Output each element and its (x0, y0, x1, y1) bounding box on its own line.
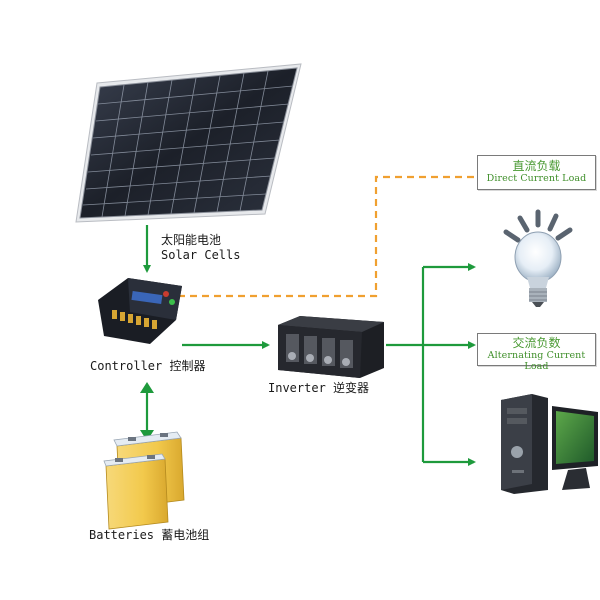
solar-panel-image (75, 63, 302, 223)
ac-load-tag: 交流负数 Alternating Current Load (477, 333, 596, 372)
ac-load-label-cn: 交流负数 (512, 336, 561, 350)
dc-load-tag: 直流负载 Direct Current Load (477, 155, 596, 190)
batteries-label: Batteries 蓄电池组 (89, 528, 210, 542)
dc-load-label-en: Direct Current Load (486, 173, 587, 184)
inverter-label: Inverter 逆变器 (268, 381, 370, 395)
solar-cells-label-cn: 太阳能电池 (161, 233, 222, 247)
ac-load-label-en: Alternating Current Load (487, 350, 586, 372)
dc-load-label-cn: 直流负载 (512, 159, 561, 173)
dc-dashed-line (178, 175, 478, 298)
controller-label: Controller 控制器 (90, 359, 206, 373)
computer-icon (501, 394, 598, 494)
light-bulb-icon (503, 209, 573, 307)
ac-branch-lines (386, 263, 476, 466)
controller-image (98, 278, 182, 344)
inverter-image (278, 316, 384, 378)
solar-cells-label-en: Solar Cells (161, 248, 241, 262)
batteries-image (103, 431, 185, 530)
arrow-controller-batteries (140, 382, 154, 441)
